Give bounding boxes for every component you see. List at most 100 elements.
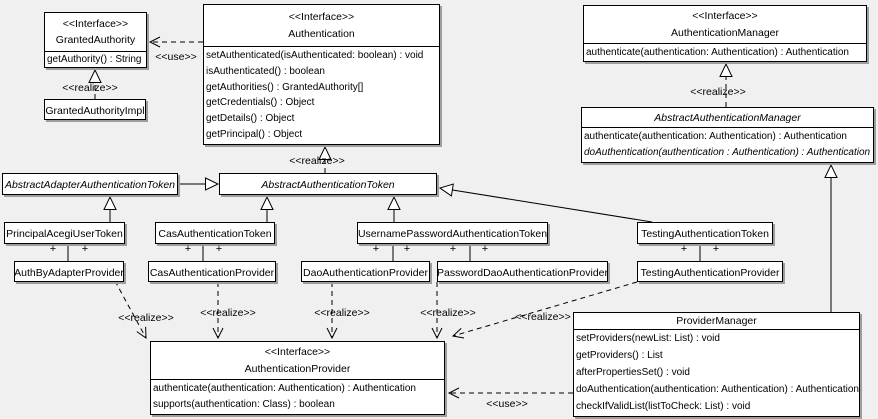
edge-realize-testingprovider-authprovider (451, 281, 638, 339)
class-method: doAuthentication(authentication : Authen… (584, 147, 871, 158)
class-methods: authenticate(authentication: Authenticat… (151, 380, 444, 414)
multiplicity-plus: + (680, 243, 688, 255)
class-authentication-manager[interactable]: <<Interface>> AuthenticationManager authen… (583, 5, 867, 62)
multiplicity-plus: + (372, 243, 380, 255)
class-name: AbstractAuthenticationManager (654, 111, 801, 124)
class-title: AbstractAuthenticationToken (220, 174, 436, 196)
class-method: getPrincipal() : Object (206, 129, 303, 141)
edge-realize-authbyadapter-authprovider (114, 280, 147, 339)
class-method: getDetails() : Object (206, 113, 295, 125)
class-abstract-authentication-token[interactable]: AbstractAuthenticationToken (219, 173, 437, 195)
class-granted-authority-impl[interactable]: GrantedAuthorityImpl (44, 99, 146, 120)
class-stereotype: <<Interface>> (264, 346, 331, 359)
class-title: <<Interface>> Authentication (204, 5, 439, 47)
class-title: <<Interface>> GrantedAuthority (45, 13, 146, 52)
class-name: TestingAuthenticationProvider (640, 266, 780, 279)
class-testing-authentication-provider[interactable]: TestingAuthenticationProvider (637, 261, 783, 282)
multiplicity-plus: + (449, 243, 457, 255)
class-auth-by-adapter-provider[interactable]: AuthByAdapterProvider (14, 261, 124, 282)
multiplicity-plus: + (712, 243, 720, 255)
class-cas-authentication-provider[interactable]: CasAuthenticationProvider (148, 261, 276, 282)
class-name: CasAuthenticationProvider (149, 266, 275, 279)
class-title: <<Interface>> AuthenticationProvider (151, 342, 444, 380)
edge-label: <<realize>> (314, 307, 370, 319)
class-name: Authentication (288, 28, 355, 41)
edge-label: <<realize>> (420, 307, 476, 319)
class-title: UsernamePasswordAuthenticationToken (358, 223, 547, 245)
class-method: authenticate(authentication: Authenticat… (153, 383, 416, 394)
class-title: AbstractAuthenticationManager (582, 108, 873, 128)
class-name: TestingAuthenticationToken (641, 228, 769, 240)
class-name: PasswordDaoAuthenticationProvider (437, 266, 609, 279)
class-methods: authenticate(authentication: Authenticat… (582, 128, 873, 162)
class-authentication[interactable]: <<Interface>> Authentication setAuthentica… (203, 4, 440, 145)
multiplicity-plus: + (403, 243, 411, 255)
multiplicity-plus: + (184, 243, 192, 255)
class-title: PrincipalAcegiUserToken (5, 223, 124, 245)
class-authentication-provider[interactable]: <<Interface>> AuthenticationProvider authe… (150, 341, 445, 415)
class-cas-authentication-token[interactable]: CasAuthenticationToken (155, 222, 275, 244)
class-username-password-authentication-token[interactable]: UsernamePasswordAuthenticationToken (357, 222, 548, 244)
class-name: AuthenticationManager (671, 26, 779, 39)
class-title: ProviderManager (574, 313, 859, 330)
class-name: PrincipalAcegiUserToken (6, 228, 123, 240)
class-principal-acegi-user-token[interactable]: PrincipalAcegiUserToken (4, 222, 125, 244)
class-method: setAuthenticated(isAuthenticated: boolea… (206, 49, 424, 61)
class-method: isAuthenticated() : boolean (206, 65, 325, 77)
class-title: CasAuthenticationToken (156, 223, 274, 245)
class-methods: setProviders(newList: List) : void getPro… (574, 330, 859, 416)
class-method: afterPropertiesSet() : void (576, 366, 690, 378)
class-stereotype: <<Interface>> (692, 10, 758, 23)
class-title: GrantedAuthorityImpl (45, 100, 145, 121)
class-method: authenticate(authentication: Authenticat… (584, 131, 847, 142)
edge-label: <<realize>> (690, 86, 746, 98)
class-title: DaoAuthenticationProvider (302, 262, 429, 283)
class-title: AbstractAdapterAuthenticationToken (3, 174, 177, 196)
class-abstract-adapter-authentication-token[interactable]: AbstractAdapterAuthenticationToken (2, 173, 178, 195)
class-name: GrantedAuthorityImpl (45, 104, 145, 117)
multiplicity-plus: + (81, 243, 89, 255)
class-method: supports(authentication: Class) : boolea… (153, 399, 335, 410)
edge-label: <<realize>> (62, 82, 118, 94)
class-granted-authority[interactable]: <<Interface>> GrantedAuthority getAuthorit… (44, 12, 147, 68)
class-title: PasswordDaoAuthenticationProvider (437, 262, 609, 283)
class-provider-manager[interactable]: ProviderManager setProviders(newList: Lis… (573, 312, 860, 417)
class-name: AuthenticationProvider (244, 362, 351, 375)
edge-gen-testingtoken-abstracttoken (438, 183, 653, 223)
class-name: AbstractAuthenticationToken (261, 179, 395, 191)
class-name: GrantedAuthority (55, 34, 136, 47)
class-password-dao-authentication-provider[interactable]: PasswordDaoAuthenticationProvider (437, 261, 608, 282)
multiplicity-plus: + (481, 243, 489, 255)
class-name: DaoAuthenticationProvider (303, 266, 428, 279)
edge-label: <<use>> (486, 398, 528, 410)
class-name: ProviderManager (676, 315, 757, 327)
class-method: getProviders() : List (576, 350, 663, 362)
class-methods: authenticate(authentication: Authenticat… (584, 44, 866, 61)
class-dao-authentication-provider[interactable]: DaoAuthenticationProvider (301, 261, 430, 282)
edge-label: <<use>> (155, 51, 197, 63)
class-title: AuthByAdapterProvider (14, 262, 124, 283)
class-stereotype: <<Interface>> (62, 17, 129, 30)
class-method: checkIfValidList(listToCheck: List) : vo… (576, 400, 751, 412)
class-method: authenticate(authentication: Authenticat… (586, 46, 849, 58)
multiplicity-plus: + (49, 243, 57, 255)
class-method: doAuthentication(authentication: Authent… (576, 383, 859, 395)
class-name: CasAuthenticationToken (158, 228, 272, 240)
edge-label: <<realize>> (515, 311, 571, 323)
class-title: TestingAuthenticationProvider (638, 262, 782, 283)
class-method: getCredentials() : Object (206, 97, 315, 109)
class-method: getAuthorities() : GrantedAuthority[] (206, 81, 364, 93)
class-title: TestingAuthenticationToken (638, 223, 772, 245)
class-methods: getAuthority() : String (45, 52, 146, 67)
class-abstract-authentication-manager[interactable]: AbstractAuthenticationManager authenticat… (581, 107, 874, 163)
class-name: AuthByAdapterProvider (14, 266, 124, 279)
edge-label: <<realize>> (289, 155, 345, 167)
class-name: AbstractAdapterAuthenticationToken (4, 179, 176, 191)
multiplicity-plus: + (215, 243, 223, 255)
class-stereotype: <<Interface>> (288, 10, 355, 23)
class-method: setProviders(newList: List) : void (576, 333, 720, 345)
edge-label: <<realize>> (200, 307, 256, 319)
class-method: getAuthority() : String (47, 53, 142, 65)
class-testing-authentication-token[interactable]: TestingAuthenticationToken (637, 222, 773, 244)
